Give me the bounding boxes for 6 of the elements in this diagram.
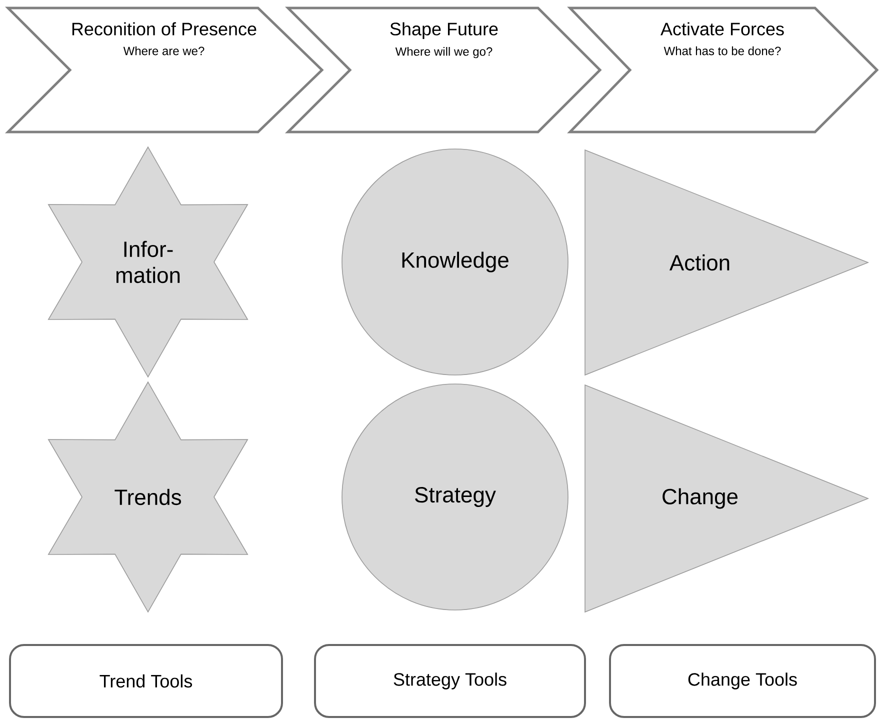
tool-box: Strategy Tools [314,644,586,718]
tool-box: Change Tools [609,644,876,718]
chevron-box: Activate Forces What has to be done? [567,6,879,134]
chevron-box: Shape Future Where will we go? [284,6,602,134]
chevron-box: Reconition of Presence Where are we? [4,6,324,134]
tool-box: Trend Tools [9,644,283,718]
